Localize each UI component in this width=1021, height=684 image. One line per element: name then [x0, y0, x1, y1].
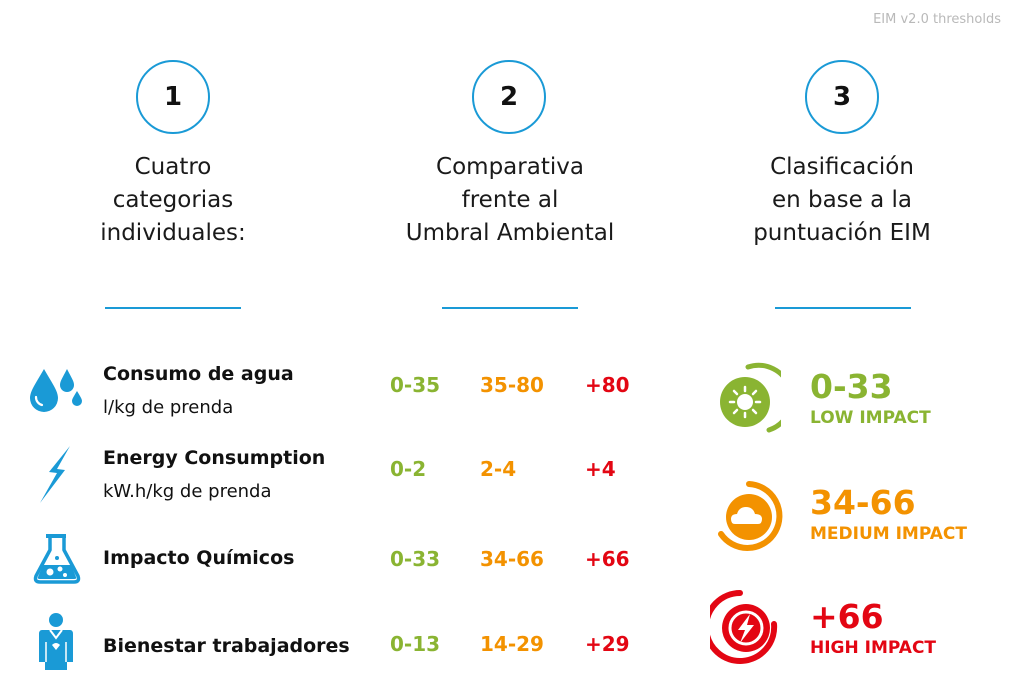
water-drops-icon: [30, 369, 82, 412]
threshold-high: +80: [585, 373, 630, 397]
impact-range-low: 0-33: [810, 367, 893, 406]
impact-label-medium: MEDIUM IMPACT: [810, 524, 967, 544]
step-number: 1: [163, 82, 183, 112]
threshold-medium: 35-80: [480, 373, 544, 397]
threshold-low: 0-13: [390, 632, 441, 656]
step-3-circle: 3: [805, 60, 879, 134]
divider-1: [105, 307, 241, 309]
step-number: 3: [832, 82, 852, 112]
impact-range-high: +66: [810, 597, 884, 636]
divider-3: [775, 307, 911, 309]
divider-2: [442, 307, 578, 309]
threshold-low: 0-2: [390, 457, 427, 481]
step-number: 2: [499, 82, 519, 112]
threshold-low: 0-35: [390, 373, 441, 397]
step-1-heading: Cuatro categorias individuales:: [100, 154, 246, 246]
step-3-heading: Clasificación en base a la puntuación EI…: [753, 154, 931, 246]
worker-icon: [39, 613, 73, 670]
category-subtitle: kW.h/kg de prenda: [103, 481, 272, 502]
step-1-circle: 1: [136, 60, 210, 134]
threshold-low: 0-33: [390, 547, 441, 571]
threshold-medium: 14-29: [480, 632, 544, 656]
cloud-gauge-icon: [718, 481, 783, 551]
version-label: EIM v2.0 thresholds: [873, 12, 1001, 27]
flask-icon: [33, 534, 81, 584]
threshold-high: +66: [585, 547, 630, 571]
category-title: Impacto Químicos: [103, 547, 295, 569]
category-subtitle: l/kg de prenda: [103, 397, 234, 418]
step-2-heading: Comparativa frente al Umbral Ambiental: [405, 154, 615, 246]
category-title: Energy Consumption: [103, 447, 326, 469]
sun-gauge-icon: [720, 362, 781, 433]
lightning-icon: [40, 446, 70, 503]
impact-label-high: HIGH IMPACT: [810, 638, 937, 658]
category-title: Bienestar trabajadores: [103, 635, 350, 657]
impact-label-low: LOW IMPACT: [810, 408, 931, 428]
storm-gauge-icon: [710, 590, 778, 664]
threshold-high: +4: [585, 457, 616, 481]
impact-range-medium: 34-66: [810, 483, 916, 522]
threshold-high: +29: [585, 632, 630, 656]
threshold-medium: 34-66: [480, 547, 544, 571]
threshold-medium: 2-4: [480, 457, 517, 481]
category-title: Consumo de agua: [103, 363, 294, 385]
step-2-circle: 2: [472, 60, 546, 134]
